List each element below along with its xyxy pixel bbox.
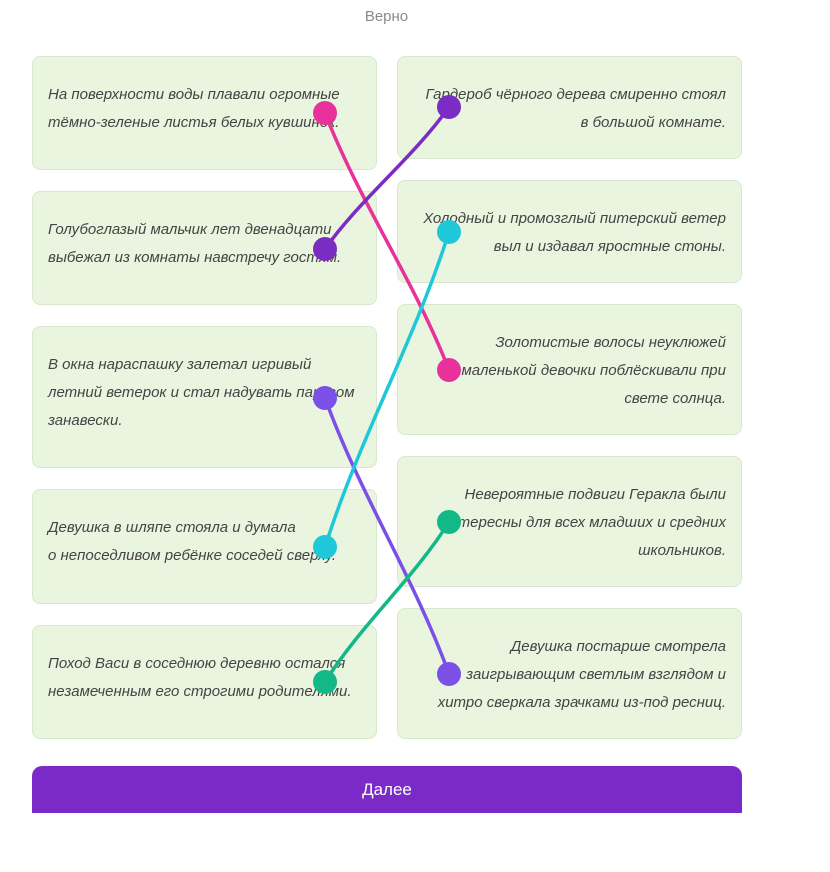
card-line: Девушка в шляпе стояла и думала <box>48 519 296 536</box>
left-card-1[interactable]: На поверхности воды плавали огромные тём… <box>32 56 377 170</box>
left-card-5[interactable]: Поход Васи в соседнюю деревню остался не… <box>32 625 377 739</box>
card-line: Девушка постарше смотрела <box>510 638 726 655</box>
left-card-3[interactable]: В окна нараспашку залетал игривый летний… <box>32 326 377 468</box>
card-line: В окна нараспашку залетал игривый <box>48 356 312 373</box>
right-card-2[interactable]: Холодный и промозглый питерский ветер вы… <box>397 180 742 283</box>
card-line: хитро сверкала зрачками из-под ресниц. <box>437 694 726 711</box>
card-line: незамеченным его строгими родителями. <box>48 683 352 700</box>
card-line: заигрывающим светлым взглядом и <box>466 666 726 683</box>
card-line: маленькой девочки поблёскивали при <box>461 362 726 379</box>
card-line: Поход Васи в соседнюю деревню остался <box>48 655 346 672</box>
card-line: занавески. <box>48 412 123 429</box>
right-card-5[interactable]: Девушка постарше смотрела заигрывающим с… <box>397 608 742 739</box>
left-card-2[interactable]: Голубоглазый мальчик лет двенадцати выбе… <box>32 191 377 305</box>
next-button[interactable]: Далее <box>32 766 742 813</box>
card-line: Голубоглазый мальчик лет двенадцати <box>48 221 332 238</box>
card-line: тёмно-зеленые листья белых кувшинок. <box>48 114 340 131</box>
card-line: в большой комнате. <box>580 114 726 131</box>
card-line: Холодный и промозглый питерский ветер <box>423 210 726 227</box>
card-line: выбежал из комнаты навстречу гостям. <box>48 249 342 266</box>
card-line: Невероятные подвиги Геракла были <box>464 486 726 503</box>
right-card-3[interactable]: Золотистые волосы неуклюжей маленькой де… <box>397 304 742 435</box>
result-status: Верно <box>364 8 409 25</box>
card-line: выл и издавал яростные стоны. <box>493 238 726 255</box>
right-card-1[interactable]: Гардероб чёрного дерева смиренно стоял в… <box>397 56 742 159</box>
card-line: свете солнца. <box>624 390 726 407</box>
card-line: Гардероб чёрного дерева смиренно стоял <box>425 86 726 103</box>
card-line: летний ветерок и стал надувать парусом <box>48 384 355 401</box>
card-line: Золотистые волосы неуклюжей <box>495 334 726 351</box>
card-line: На поверхности воды плавали огромные <box>48 86 340 103</box>
left-card-4[interactable]: Девушка в шляпе стояла и думала о непосе… <box>32 489 377 604</box>
right-card-4[interactable]: Невероятные подвиги Геракла были интерес… <box>397 456 742 587</box>
card-line: интересны для всех младших и средних <box>441 514 726 531</box>
card-line: школьников. <box>638 542 726 559</box>
card-line: о непоседливом ребёнке соседей сверху. <box>48 547 337 564</box>
